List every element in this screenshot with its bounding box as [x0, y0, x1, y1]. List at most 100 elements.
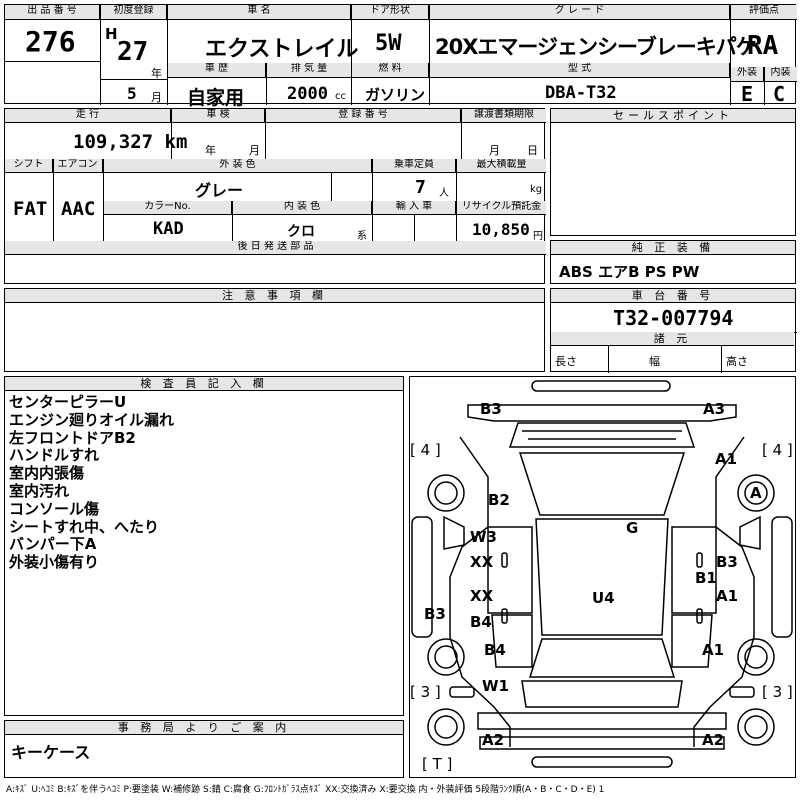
interior-label: 内装	[764, 67, 797, 82]
reg-no-label: 登 録 番 号	[266, 109, 461, 123]
max-load-unit: kg	[530, 184, 543, 195]
equipment-box: 純 正 装 備 ABS エアB PS PW	[550, 240, 796, 284]
int-color-label: 内 装 色	[233, 201, 372, 215]
dims-label: 諸 元	[551, 332, 794, 346]
equipment-label: 純 正 装 備	[551, 241, 795, 255]
tire-depth-mark: [ 4 ]	[410, 441, 441, 459]
sales-point-box: セールスポイント	[550, 108, 796, 236]
mileage-value: 109,327 km	[73, 131, 188, 153]
damage-mark: XX	[470, 553, 494, 571]
note-line: バンパー下A	[9, 535, 97, 554]
note-line: ハンドルすれ	[9, 446, 100, 465]
car-name-label: 車 名	[168, 5, 351, 20]
damage-mark: A1	[702, 641, 725, 659]
int-color-value: クロ	[287, 224, 315, 240]
note-line: 室内内張傷	[9, 464, 85, 483]
note-line: コンソール傷	[9, 499, 100, 518]
tire-depth-mark: [ 4 ]	[762, 441, 793, 459]
grade-label: グ レ ー ド	[430, 5, 730, 20]
equipment-items: ABS エアB PS PW	[559, 263, 700, 281]
length-label: 長さ	[555, 355, 577, 368]
damage-mark: A2	[702, 731, 725, 749]
door-label: ドア形状	[352, 5, 429, 20]
displacement-unit: cc	[335, 91, 346, 102]
note-line: 左フロントドアB2	[9, 428, 136, 447]
inspection-label: 車 検	[172, 109, 265, 123]
damage-mark: B3	[716, 553, 738, 571]
car-outline-drawing	[411, 380, 793, 768]
transfer-label: 譲渡書類期限	[462, 109, 546, 123]
ext-color-value: グレー	[195, 181, 244, 200]
chassis-value: T32-007794	[613, 306, 734, 330]
shift-value: FAT	[13, 198, 48, 220]
damage-mark: B1	[695, 569, 717, 587]
inspection-month: 月	[249, 144, 260, 157]
damage-mark: G	[626, 519, 639, 537]
shift-label: シフト	[5, 159, 53, 173]
note-line: エンジン廻りオイル漏れ	[9, 410, 175, 429]
transfer-day: 日	[527, 144, 538, 157]
note-line: シートすれ中、へたり	[9, 517, 160, 536]
interior-value: C	[773, 82, 786, 106]
displacement-value: 2000	[287, 84, 328, 104]
capacity-label: 乗車定員	[373, 159, 456, 173]
note-line: センターピラーU	[9, 393, 127, 411]
damage-mark: U4	[592, 589, 615, 607]
note-line: 外装小傷有り	[9, 553, 100, 572]
ac-value: AAC	[61, 198, 96, 220]
damage-mark: XX	[470, 587, 494, 605]
damage-mark: B2	[488, 491, 510, 509]
damage-mark: A1	[716, 587, 739, 605]
note-line: 室内汚れ	[9, 481, 70, 500]
damage-mark: W3	[470, 528, 497, 546]
inspector-label: 検 査 員 記 入 欄	[5, 377, 403, 391]
capacity-value: 7	[415, 177, 426, 198]
year-unit: 年	[151, 67, 162, 80]
displacement-label: 排 気 量	[267, 63, 352, 78]
door-value: 5W	[375, 31, 402, 56]
color-no-value: KAD	[153, 219, 184, 239]
score-value: RA	[747, 31, 779, 61]
capacity-unit: 人	[439, 188, 449, 199]
lot-label: 出 品 番 号	[5, 5, 100, 20]
score-label: 評価点	[731, 5, 797, 20]
tire-depth-mark: [ T ]	[422, 755, 453, 773]
later-parts-label: 後 日 発 送 部 品	[5, 241, 546, 255]
caution-box: 注 意 事 項 欄	[4, 288, 545, 372]
damage-mark: A1	[715, 450, 738, 468]
ac-label: エアコン	[53, 159, 103, 173]
month-unit: 月	[151, 91, 162, 104]
chassis-label: 車 台 番 号	[551, 289, 795, 303]
era: H	[105, 25, 118, 43]
grade-value: 20Xエマージェンシーブレーキパケ	[435, 35, 757, 59]
damage-mark: B4	[484, 641, 506, 659]
sales-point-label: セールスポイント	[551, 109, 795, 123]
lot-value: 276	[25, 25, 76, 58]
ext-color-label: 外 装 色	[104, 159, 372, 173]
tire-depth-mark: [ 3 ]	[762, 683, 793, 701]
fuel-value: ガソリン	[365, 86, 426, 104]
damage-mark: A3	[703, 400, 726, 418]
width-label: 幅	[649, 355, 660, 368]
inspector-box: 検 査 員 記 入 欄 センターピラーU エンジン廻りオイル漏れ 左フロントドア…	[4, 376, 404, 716]
color-no-label: カラーNo.	[104, 201, 232, 215]
office-text: キーケース	[11, 743, 91, 762]
recycle-value: 10,850	[472, 220, 530, 239]
int-color-unit: 系	[357, 231, 367, 242]
car-diagram: B3 A3 [ 4 ] [ 4 ] A1 A B2 G W3 XX B3 B1 …	[409, 376, 796, 778]
first-reg-label: 初度登録	[101, 5, 167, 20]
recycle-unit: 円	[533, 231, 543, 242]
max-load-label: 最大積載量	[457, 159, 546, 173]
details-block: 走 行 109,327 km 車 検 年 月 登 録 番 号 譲渡書類期限 月 …	[4, 108, 546, 284]
mileage-label: 走 行	[5, 109, 171, 123]
inspection-year: 年	[205, 144, 216, 157]
history-label: 車 歴	[168, 63, 266, 78]
exterior-value: E	[741, 82, 754, 106]
car-name: エクストレイル	[205, 37, 359, 62]
damage-mark: W1	[482, 677, 509, 695]
height-label: 高さ	[726, 355, 748, 368]
transfer-month: 月	[489, 144, 500, 157]
damage-mark: B4	[470, 613, 492, 631]
chassis-box: 車 台 番 号 T32-007794 諸 元 長さ 幅 高さ	[550, 288, 797, 373]
model-label: 型 式	[430, 63, 730, 78]
